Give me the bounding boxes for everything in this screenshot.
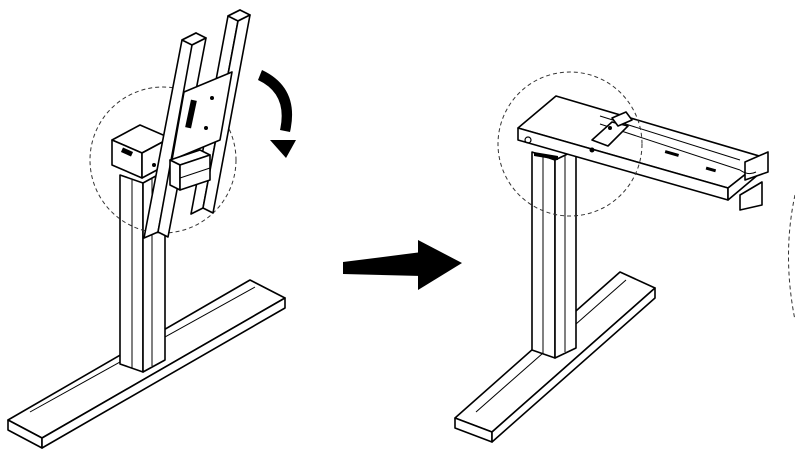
right-assembly [454, 71, 795, 443]
left-assembly [7, 9, 296, 449]
left-crossbeam [143, 9, 251, 239]
right-arrow-icon [343, 240, 462, 290]
right-detail-circle [497, 71, 643, 217]
left-bracket [111, 124, 171, 179]
clockwise-curved-arrow-icon [258, 70, 296, 158]
right-edge-detail-arc [788, 194, 795, 321]
right-column [531, 149, 577, 359]
